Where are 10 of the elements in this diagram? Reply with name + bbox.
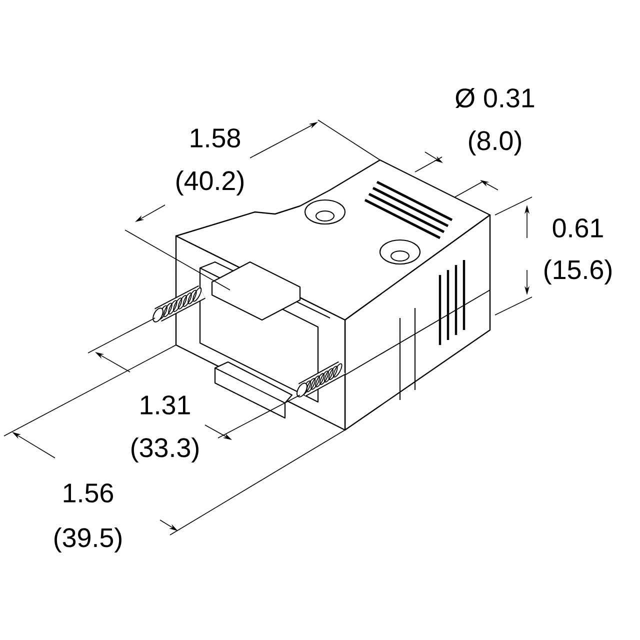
dimension-label: (15.6) xyxy=(544,259,612,285)
dimension-label: 1.56 xyxy=(64,483,113,503)
dimension-label: Ø 0.31 xyxy=(456,88,534,108)
dimension-label: (33.3) xyxy=(132,437,198,463)
dimension-label: 1.58 xyxy=(190,128,240,148)
dimension-label: (8.0) xyxy=(469,130,521,156)
dimension-label: (39.5) xyxy=(54,527,122,553)
dimension-label: 0.61 xyxy=(552,218,603,238)
dimension-label: 1.31 xyxy=(140,395,190,415)
dimension-label: (40.2) xyxy=(176,170,244,196)
